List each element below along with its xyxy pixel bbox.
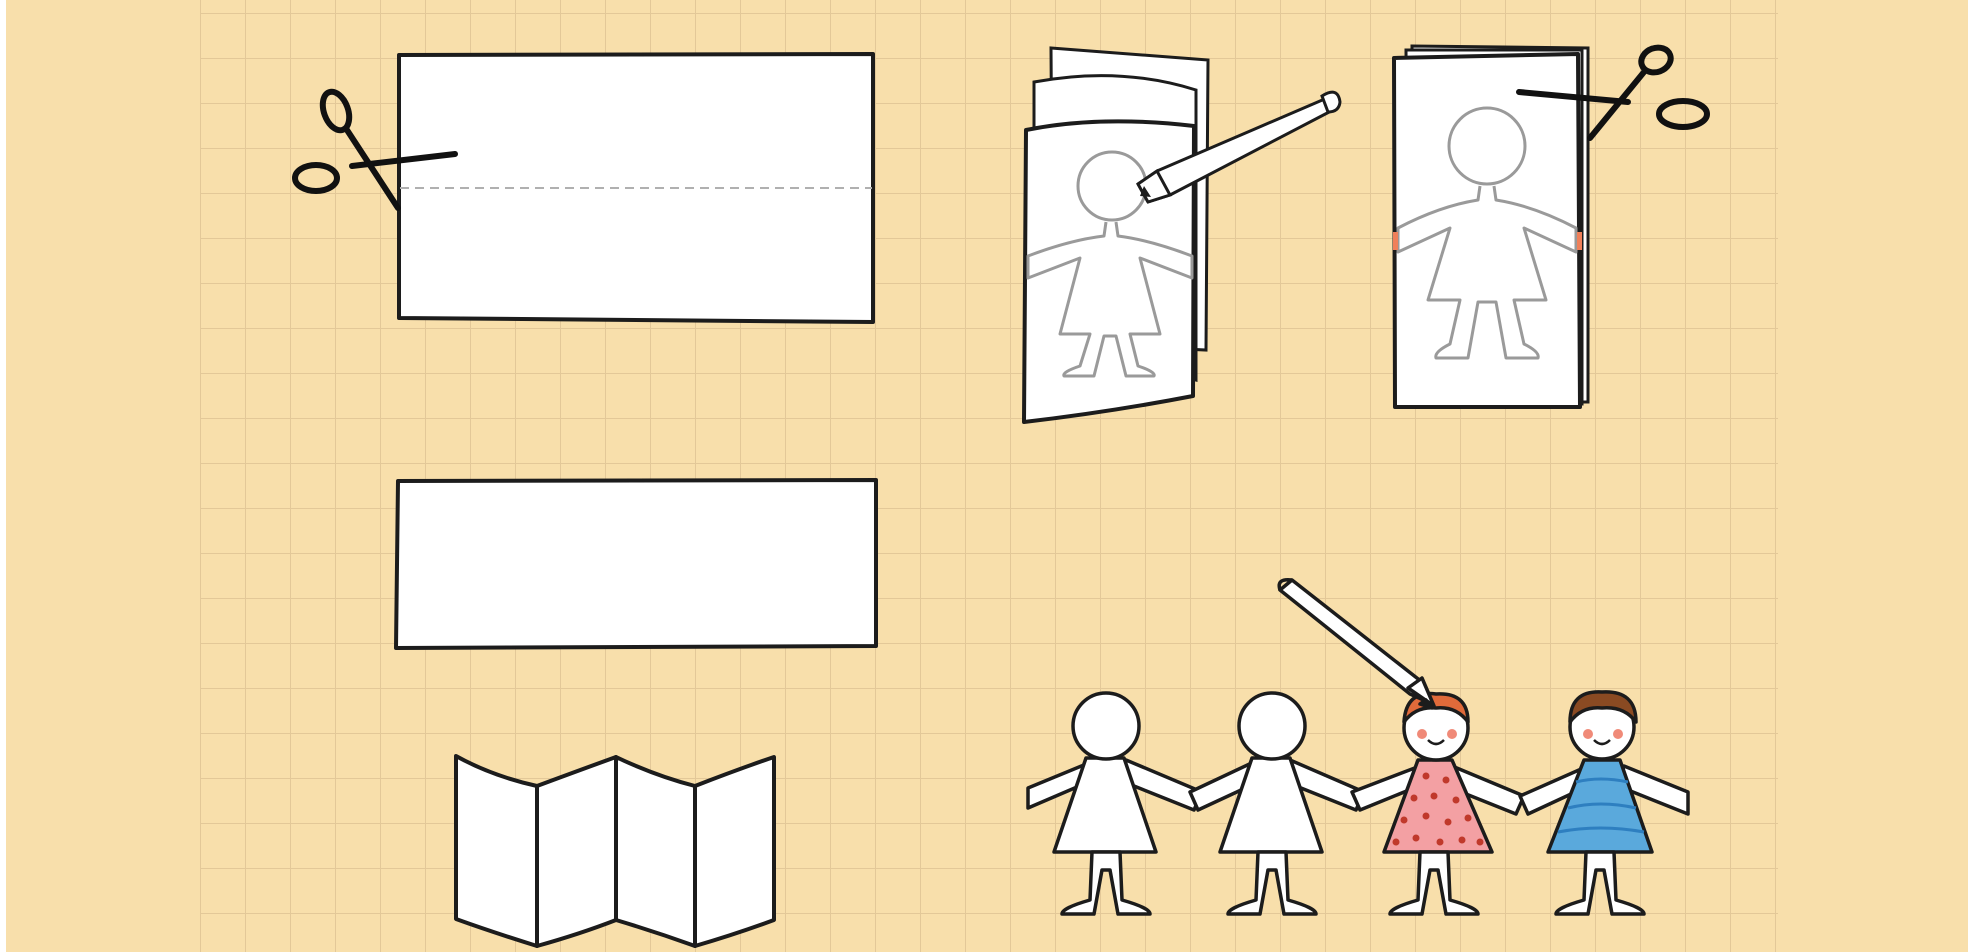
cut-mark-left: [1393, 232, 1398, 250]
step-paper-doll-chain: [1026, 577, 1690, 916]
fold-panel-4: [693, 755, 776, 948]
step-cut-out-figure: [1392, 44, 1710, 409]
paper-doll-1: [1026, 691, 1204, 916]
paper-doll-2: [1188, 691, 1366, 916]
dress-stripes: [1557, 777, 1645, 834]
paper-doll-3-colored: [1350, 691, 1526, 916]
scissors-icon: [1516, 44, 1710, 141]
fold-panel-2: [535, 755, 618, 948]
dress-dots: [1392, 772, 1484, 846]
pencil-icon: [1277, 577, 1436, 710]
scissors-icon: [292, 88, 458, 211]
step-draw-figure: [1022, 46, 1342, 424]
figure-outline: [1396, 106, 1578, 360]
cut-mark-right: [1577, 232, 1582, 250]
paper-strip: [394, 478, 878, 650]
step-accordion-fold: [454, 754, 776, 948]
folded-paper-stack: [1392, 52, 1582, 409]
step-paper-strip: [394, 478, 878, 650]
fold-panel-3: [614, 755, 697, 948]
pencil-icon: [1136, 90, 1342, 204]
step-cut-rectangle: [292, 52, 875, 324]
paper-sheet: [397, 52, 875, 324]
paper-doll-4-colored: [1518, 690, 1690, 916]
fold-panel-1: [454, 754, 539, 948]
